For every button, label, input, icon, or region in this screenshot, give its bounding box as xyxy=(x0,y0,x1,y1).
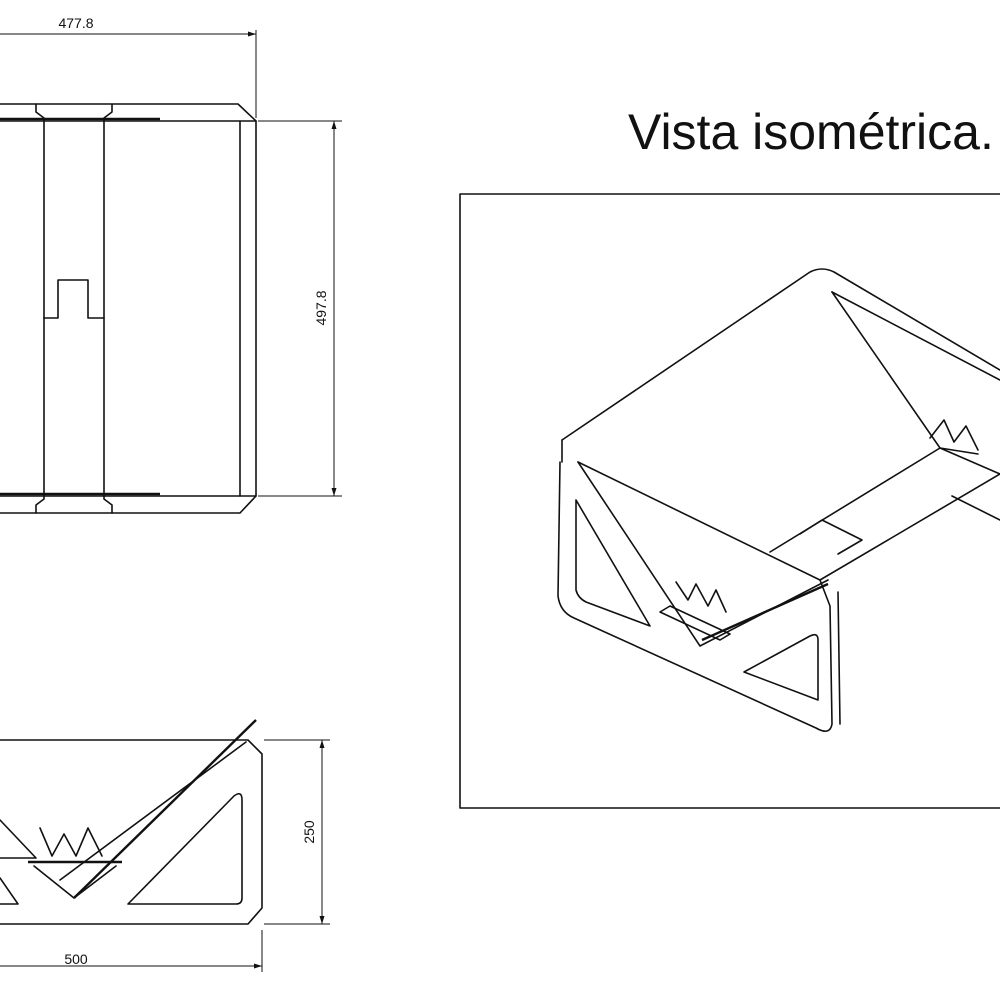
top-view-slot-top xyxy=(35,103,113,122)
front-view xyxy=(0,719,263,925)
iso-interior-diagonal xyxy=(577,461,821,581)
iso-side-plate-thickness xyxy=(837,591,841,725)
top-view-center-tab xyxy=(43,279,105,319)
iso-triangle-cutout-right xyxy=(743,633,819,701)
iso-floor-tab xyxy=(799,519,863,555)
top-view xyxy=(0,103,257,514)
isometric-view-title: Vista isométrica. xyxy=(628,104,994,160)
dimension-front-height-label: 250 xyxy=(301,820,317,844)
top-view-slot-bottom xyxy=(35,495,113,514)
front-view-diagonal-plate xyxy=(73,719,257,899)
top-view-outline xyxy=(0,103,257,514)
dimension-top-width: 477.8 xyxy=(0,15,257,118)
dimension-front-height: 250 xyxy=(264,739,330,925)
iso-diagonal-plate xyxy=(577,461,829,647)
iso-floor-back-edge xyxy=(769,447,941,553)
iso-floor-right-edge xyxy=(939,447,1000,475)
front-view-v-notch xyxy=(33,865,117,899)
iso-back-logo xyxy=(929,419,979,451)
iso-right-lower-edge xyxy=(951,495,1000,521)
iso-shelf-lip xyxy=(659,605,731,641)
front-view-triangle-cutout-right xyxy=(127,792,243,905)
iso-top-panel xyxy=(561,268,1000,441)
dimension-top-width-label: 477.8 xyxy=(58,15,93,31)
front-view-logo xyxy=(39,827,103,857)
front-view-outline xyxy=(0,739,263,925)
front-view-diagonal-inner xyxy=(59,741,247,881)
iso-side-plate xyxy=(557,461,833,732)
dimension-top-height-label: 497.8 xyxy=(313,290,329,325)
iso-diagonal-plate-edge xyxy=(701,582,829,642)
front-view-triangle-cutout-left-lower xyxy=(0,877,19,905)
isometric-view xyxy=(557,268,1000,732)
isometric-frame xyxy=(459,193,1000,809)
iso-back-wall xyxy=(831,291,979,455)
iso-floor-front-edge xyxy=(819,473,1000,581)
front-view-triangle-cutout-left xyxy=(0,819,37,859)
dimension-front-width: 500 xyxy=(0,930,263,972)
iso-front-logo xyxy=(675,581,727,613)
iso-triangle-cutout-left xyxy=(575,499,651,627)
dimension-front-width-label: 500 xyxy=(64,951,88,967)
iso-back-wall-top xyxy=(831,291,1000,381)
dimension-top-height: 497.8 xyxy=(258,120,342,497)
